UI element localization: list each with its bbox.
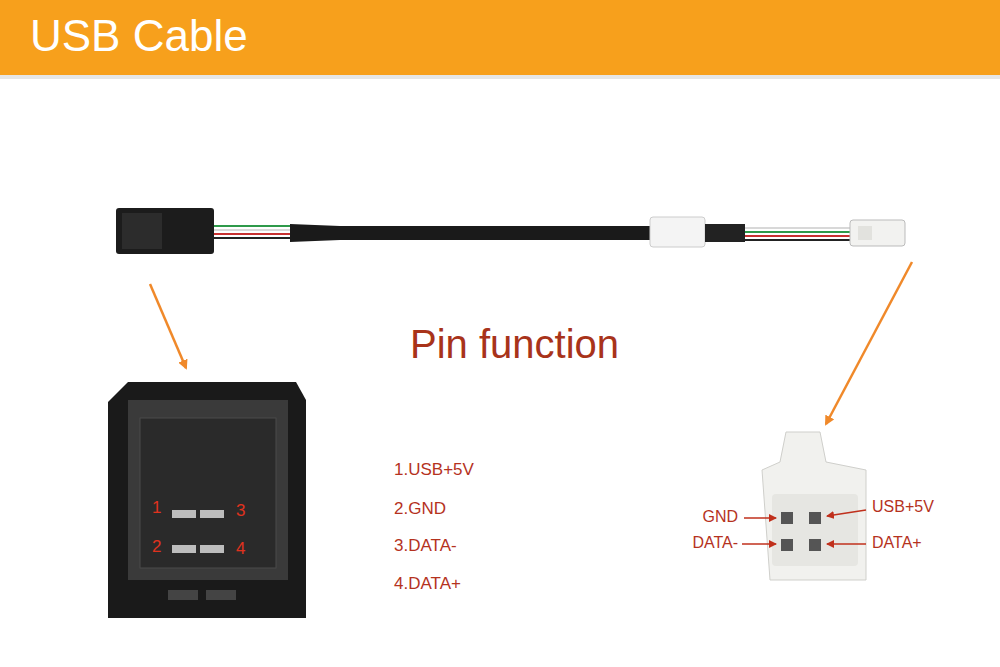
pin-function: 2.GND [394, 500, 446, 519]
pin-function: 3.DATA- [394, 537, 457, 556]
page-title: USB Cable [30, 12, 248, 60]
pin-name: DATA- [692, 534, 738, 552]
leader-arrow [827, 543, 866, 545]
pin-name: GND [702, 508, 738, 526]
pin-function: 4.DATA+ [394, 575, 461, 594]
leader-arrow [744, 517, 776, 519]
pin-number: 2 [152, 538, 161, 557]
pointer-arrow [826, 262, 912, 424]
pin-number: 3 [236, 502, 245, 521]
cable-photo [116, 208, 905, 254]
pin-number: 4 [236, 540, 245, 559]
pointer-arrow [150, 284, 186, 368]
white-connector [762, 432, 866, 580]
pin-number: 1 [152, 499, 161, 518]
title-rule [0, 75, 1000, 79]
leader-arrow [827, 510, 866, 516]
leader-arrow [742, 543, 776, 545]
pin-function: 1.USB+5V [394, 461, 474, 480]
black-connector [108, 382, 306, 618]
section-heading: Pin function [410, 322, 619, 366]
title-band [0, 0, 1000, 75]
pin-name: USB+5V [872, 498, 934, 516]
pin-name: DATA+ [872, 534, 922, 552]
